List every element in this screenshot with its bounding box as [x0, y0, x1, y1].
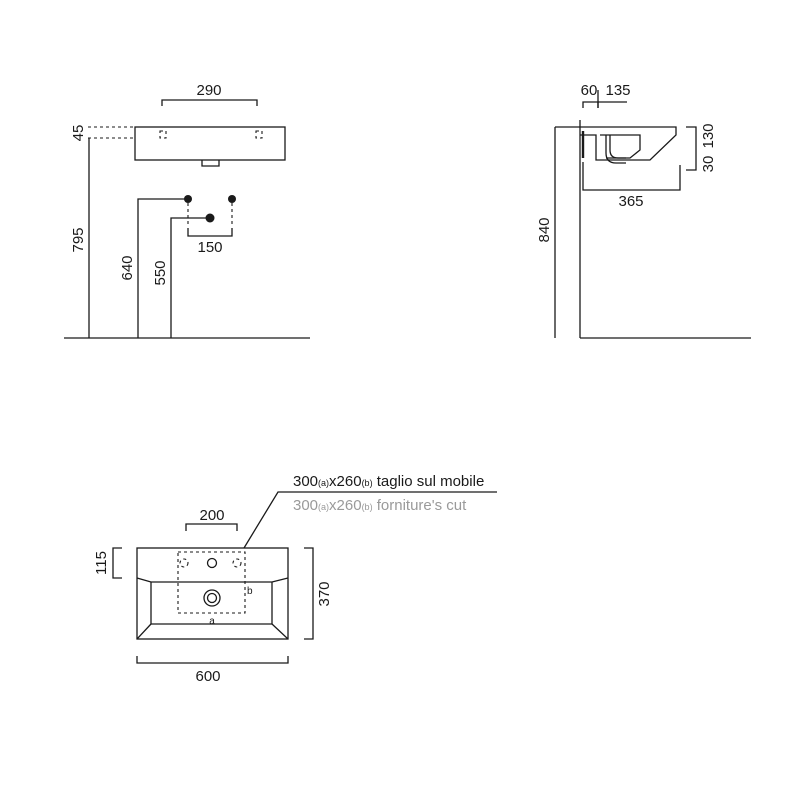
dim-600-label: 600	[195, 668, 220, 685]
dim-115-label: 115	[93, 551, 110, 575]
dim-200-label: 200	[199, 507, 224, 524]
dim-365-label: 365	[618, 193, 643, 210]
dim-550-label: 550	[152, 260, 169, 285]
dim-370-label: 370	[316, 581, 333, 606]
bowl-inner	[150, 582, 273, 625]
dim-370-line	[304, 547, 314, 640]
cut-depth-value: x260	[329, 473, 362, 490]
cut-depth-letter: (b)	[362, 478, 373, 488]
dim-130-line	[686, 126, 697, 171]
supply-point-right	[228, 195, 236, 203]
dim-840-label: 840	[536, 217, 553, 242]
dim-45-label: 45	[70, 125, 87, 142]
cut-width-letter-en: (a)	[318, 502, 329, 512]
cut-depth-value-en: x260	[329, 497, 362, 514]
cutout-leader-line	[243, 491, 497, 549]
rim-hole-right	[255, 130, 263, 139]
front-elevation: 290 45 795 640 550 150	[64, 82, 310, 339]
dim-150-label: 150	[197, 239, 222, 256]
drain-inner	[206, 592, 218, 604]
dim-60-line	[582, 101, 599, 108]
waste-point	[205, 213, 215, 223]
dim-30-label: 30	[700, 156, 717, 173]
dim-200-line	[185, 523, 238, 531]
cut-description-en: forniture's cut	[373, 497, 468, 514]
dim-795-label: 795	[70, 227, 87, 252]
bowl-top-edge	[136, 577, 289, 583]
side-elevation: 60 135 365 130 30 840	[536, 82, 751, 339]
tap-hole-left	[179, 558, 189, 568]
dim-290-label: 290	[196, 82, 221, 99]
cutout-note-line-2: 300(a)x260(b) forniture's cut	[293, 497, 467, 514]
dim-640-label: 640	[119, 255, 136, 280]
tap-hole-center	[206, 557, 218, 569]
siphon-trap	[605, 135, 626, 164]
cut-description-it: taglio sul mobile	[373, 473, 485, 490]
cut-label-a: a	[209, 616, 215, 627]
siphon-trap-inner	[609, 135, 626, 159]
bowl-corner-bl	[136, 623, 152, 640]
cutout-note-line-1: 300(a)x260(b) taglio sul mobile	[293, 473, 484, 490]
basin-plan-outline	[136, 547, 289, 640]
dim-60-label: 60	[581, 82, 598, 99]
bowl-corner-br	[271, 623, 289, 640]
cutout-note: 300(a)x260(b) taglio sul mobile 300(a)x2…	[243, 473, 497, 549]
basin-waste-outlet	[201, 160, 220, 167]
dim-115-line	[112, 547, 122, 579]
dim-600-line	[136, 656, 289, 664]
plan-view: a b 200 115 370 600	[93, 507, 333, 685]
supply-point-left	[184, 195, 192, 203]
dim-135-label: 135	[605, 82, 630, 99]
dim-550-line	[170, 217, 210, 338]
furniture-cut-outline	[177, 551, 246, 614]
cut-label-b: b	[247, 586, 253, 597]
drain-outer	[203, 589, 221, 607]
dim-150-line	[187, 228, 233, 237]
dim-290-line	[161, 99, 258, 106]
basin-front-outline	[134, 126, 286, 161]
cut-width-value: 300	[293, 473, 318, 490]
tap-hole-right	[232, 558, 242, 568]
cut-depth-letter-en: (b)	[362, 502, 373, 512]
dim-640-line	[137, 198, 188, 338]
dim-365-line	[582, 162, 681, 191]
cut-width-value-en: 300	[293, 497, 318, 514]
basin-side-outline	[580, 126, 677, 161]
cut-width-letter: (a)	[318, 478, 329, 488]
rim-hole-left	[159, 130, 167, 139]
dim-130-label: 130	[700, 123, 717, 148]
